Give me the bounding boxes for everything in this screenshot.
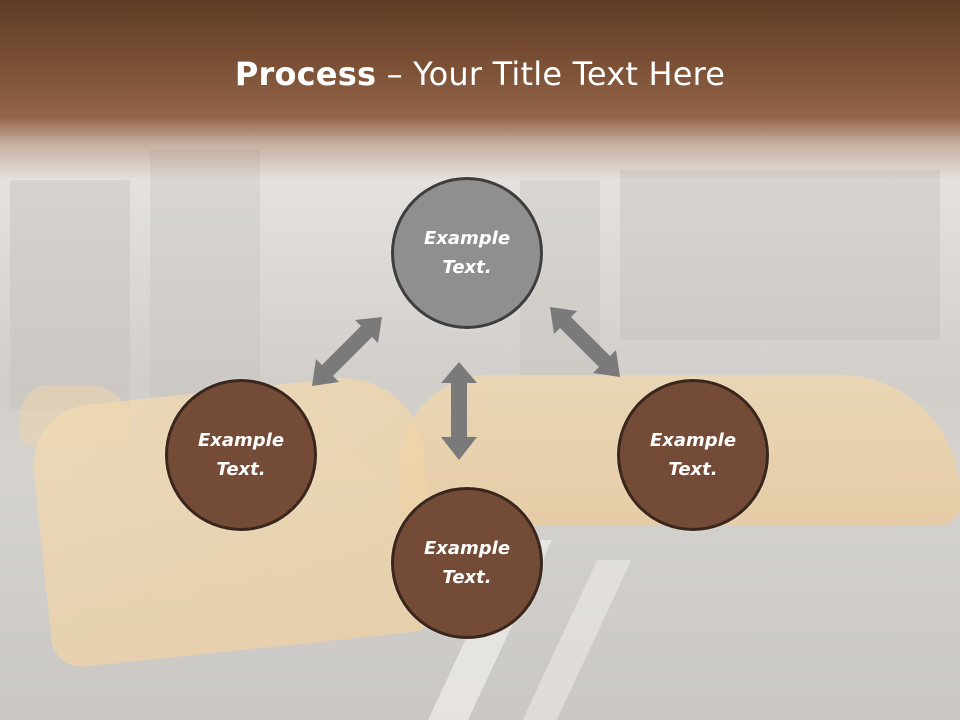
building-shape: [150, 150, 260, 400]
node-text: Example Text.: [424, 224, 510, 282]
double-arrow-icon: [441, 362, 477, 460]
node-text-line: Text.: [442, 567, 492, 588]
node-text-line: Text.: [668, 459, 718, 480]
process-node-bottom[interactable]: Example Text.: [391, 487, 543, 639]
node-text-line: Text.: [216, 459, 266, 480]
node-text: Example Text.: [424, 534, 510, 592]
slide-title: Process – Your Title Text Here: [0, 52, 960, 96]
node-text-line: Example: [649, 430, 737, 451]
title-bold: Process: [234, 55, 377, 93]
title-rest: – Your Title Text Here: [376, 55, 726, 93]
double-arrow-icon: [550, 307, 620, 377]
process-node-top[interactable]: Example Text.: [391, 177, 543, 329]
title-band: [0, 0, 960, 180]
node-text-line: Example: [423, 538, 511, 559]
building-shape: [620, 170, 940, 340]
node-text-line: Example: [197, 430, 285, 451]
node-text: Example Text.: [198, 426, 284, 484]
building-shape: [10, 180, 130, 410]
node-text-line: Example: [423, 228, 511, 249]
double-arrow-icon: [312, 317, 382, 386]
node-text: Example Text.: [650, 426, 736, 484]
node-text-line: Text.: [442, 257, 492, 278]
process-node-left[interactable]: Example Text.: [165, 379, 317, 531]
process-node-right[interactable]: Example Text.: [617, 379, 769, 531]
